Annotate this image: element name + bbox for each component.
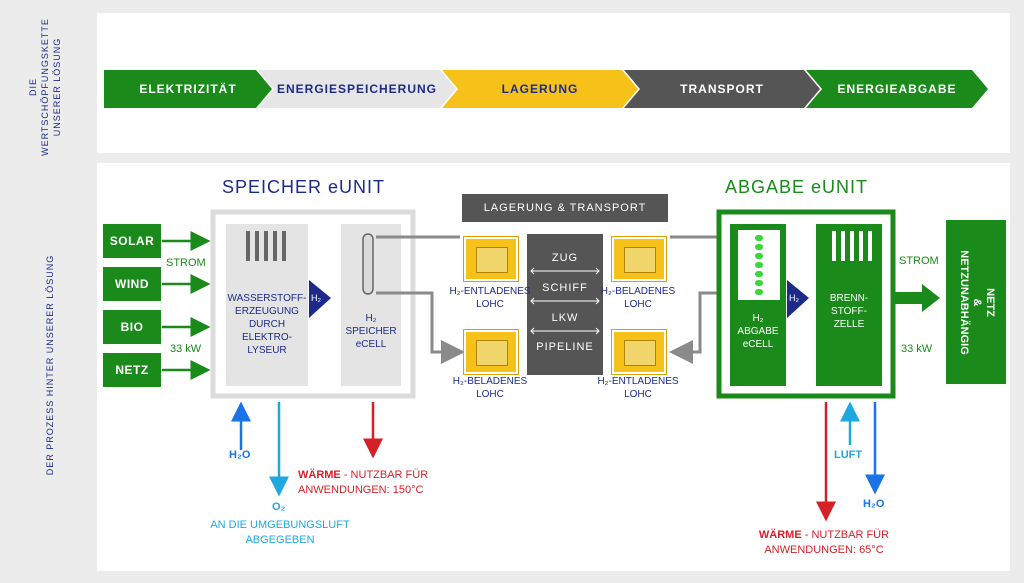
grid-label: NETZ & NETZUNABHÄNGIG — [946, 220, 1006, 384]
heat-line-left: WÄRME - NUTZBAR FÜR — [298, 469, 429, 481]
lohc-line: LOHC — [624, 389, 652, 400]
ecell-line: SPEICHER — [345, 326, 397, 337]
lohc-line: LOHC — [476, 389, 504, 400]
grid-box — [946, 220, 1006, 384]
ecell-line: H₂ — [365, 313, 377, 324]
electrolyser-line: ERZEUGUNG — [235, 306, 299, 317]
electrolyser-label: WASSERSTOFF- ERZEUGUNG DURCH ELEKTRO- LY… — [226, 292, 308, 357]
mode-pipeline: PIPELINE — [536, 341, 594, 353]
lohc-label-bottom-left: H₂-BELADENES LOHC — [440, 375, 540, 401]
heat-label-left: WÄRME - NUTZBAR FÜR ANWENDUNGEN: 150°C — [298, 468, 428, 498]
lohc-container-icon — [463, 236, 519, 282]
strom-label-right: STROM — [899, 255, 939, 267]
fuelcell-line: BRENN- — [829, 293, 869, 304]
source-netz: NETZ — [103, 353, 161, 387]
grid-line: & — [970, 298, 983, 306]
o2-description: AN DIE UMGEBUNGSLUFT ABGEGEBEN — [190, 518, 370, 548]
ecell-line: H₂ — [752, 313, 764, 324]
lohc-container-icon — [611, 329, 667, 375]
lohc-line: H₂-BELADENES — [600, 286, 676, 297]
source-solar: SOLAR — [103, 224, 161, 258]
electrolyser-line: DURCH — [248, 319, 286, 330]
o2-line: ABGEGEBEN — [245, 534, 315, 546]
lohc-line: H₂-BELADENES — [452, 376, 528, 387]
fuelcell-line: STOFF- — [831, 306, 867, 317]
lohc-line: LOHC — [624, 299, 652, 310]
o2-line: AN DIE UMGEBUNGSLUFT — [210, 519, 350, 531]
grid-label-text: NETZ & NETZUNABHÄNGIG — [957, 250, 996, 355]
flow-to-lohc-bottom — [376, 291, 465, 364]
o2-label: O₂ — [272, 501, 286, 513]
ecell-line: eCELL — [742, 339, 774, 350]
h2o-in-label: H₂O — [229, 449, 251, 461]
ecell-line: eCELL — [355, 339, 387, 350]
chain-step-output: ENERGIEABGABE — [806, 70, 988, 108]
chain-step-storage: ENERGIESPEICHERUNG — [258, 70, 456, 108]
source-bio: BIO — [103, 310, 161, 344]
lohc-label-top-left: H₂-ENTLADENES LOHC — [440, 285, 540, 311]
lohc-line: LOHC — [476, 299, 504, 310]
heat-line-left-2: ANWENDUNGEN: 150°C — [298, 484, 424, 496]
h2-triangle-right — [787, 280, 809, 318]
lohc-label-top-right: H₂-BELADENES LOHC — [588, 285, 688, 311]
electrolyser-line: WASSERSTOFF- — [227, 293, 307, 304]
mode-lkw: LKW — [551, 312, 579, 324]
transport-box — [527, 234, 603, 375]
grid-line: NETZ — [983, 287, 996, 317]
electrolyser-line: LYSEUR — [247, 345, 287, 356]
abgabe-unit-title: ABGABE eUNIT — [725, 177, 869, 197]
h2-triangle-left — [309, 280, 331, 318]
speicher-ecell-label: H₂ SPEICHER eCELL — [341, 312, 401, 351]
speicher-unit-title: SPEICHER eUNIT — [222, 177, 386, 197]
h2o-out-label: H₂O — [863, 498, 885, 510]
mode-zug: ZUG — [551, 252, 579, 264]
h2-label-right: H₂ — [789, 293, 799, 303]
storage-cylinder-icon — [362, 233, 374, 295]
fuelcell-label: BRENN- STOFF- ZELLE — [816, 292, 882, 331]
power-label-right: 33 kW — [901, 343, 933, 355]
electrolyser-line: ELEKTRO- — [241, 332, 292, 343]
chain-step-lagerung: LAGERUNG — [442, 70, 638, 108]
lohc-label-bottom-right: H₂-ENTLADENES LOHC — [588, 375, 688, 401]
heat-line-right: WÄRME - NUTZBAR FÜR — [758, 529, 890, 541]
chain-step-transport: TRANSPORT — [624, 70, 820, 108]
lohc-container-icon — [463, 329, 519, 375]
mode-schiff: SCHIFF — [542, 282, 588, 294]
strom-label-left: STROM — [166, 257, 206, 269]
ecell-line: ABGABE — [737, 326, 779, 337]
lohc-line: H₂-ENTLADENES — [597, 376, 679, 387]
abgabe-ecell-label: H₂ ABGABE eCELL — [730, 312, 786, 351]
lohc-line: H₂-ENTLADENES — [449, 286, 531, 297]
heat-label-right: WÄRME - NUTZBAR FÜR ANWENDUNGEN: 65°C — [744, 528, 904, 558]
fuelcell-line: ZELLE — [833, 319, 865, 330]
chain-step-electricity: ELEKTRIZITÄT — [104, 70, 272, 108]
source-wind: WIND — [103, 267, 161, 301]
h2-label-left: H₂ — [311, 293, 321, 303]
power-label-left: 33 kW — [170, 343, 202, 355]
transport-header: LAGERUNG & TRANSPORT — [462, 194, 668, 222]
heat-line-right-2: ANWENDUNGEN: 65°C — [764, 544, 884, 556]
air-label: LUFT — [834, 449, 863, 461]
grid-line: NETZUNABHÄNGIG — [957, 249, 970, 355]
output-arrow — [893, 284, 940, 312]
lohc-container-icon — [611, 236, 667, 282]
